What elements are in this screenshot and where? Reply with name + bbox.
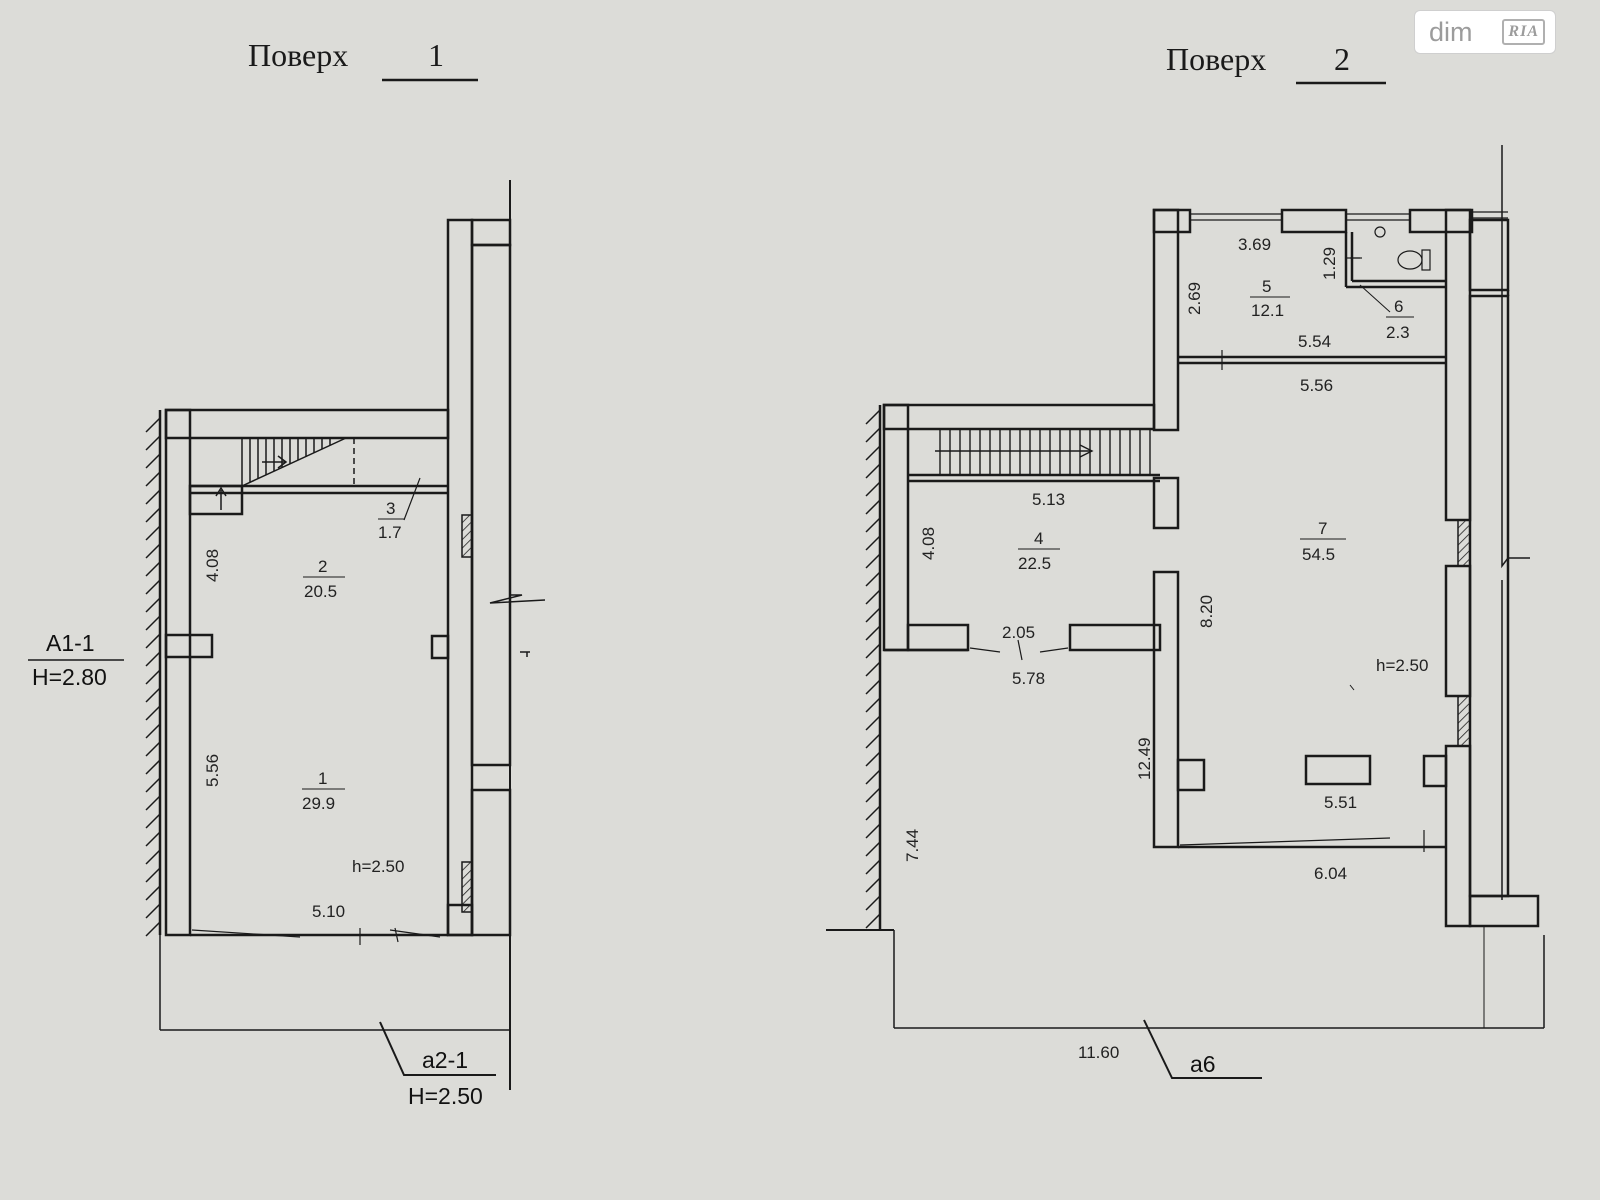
floor-2-number: 2 xyxy=(1334,41,1350,77)
floor-2-stairs xyxy=(935,430,1151,474)
floor-2-dim-205: 2.05 xyxy=(1002,623,1035,642)
floor-2-plan: Поверх 2 xyxy=(826,41,1545,1079)
floor-1-room-1-number: 1 xyxy=(318,769,327,788)
floor-2-room-6-area: 2.3 xyxy=(1386,323,1410,342)
floor-2-dim-129: 1.29 xyxy=(1320,247,1339,280)
floor-1-room-3-number: 3 xyxy=(386,499,395,518)
floor-2-dim-744: 7.44 xyxy=(903,829,922,862)
floor-2-dim-554: 5.54 xyxy=(1298,332,1331,351)
floor-1-number: 1 xyxy=(428,37,444,73)
floor-2-ceiling-height: h=2.50 xyxy=(1376,656,1428,675)
floor-2-dim-513: 5.13 xyxy=(1032,490,1065,509)
floor-1-room-2-number: 2 xyxy=(318,557,327,576)
floor-2-dim-604: 6.04 xyxy=(1314,864,1347,883)
floor-1-block-height: Н=2.80 xyxy=(32,664,107,690)
floor-1-hatching xyxy=(145,417,161,937)
floor-2-dim-551: 5.51 xyxy=(1324,793,1357,812)
floor-2-dim-269: 2.69 xyxy=(1185,282,1204,315)
floor-1-room-1-area: 29.9 xyxy=(302,794,335,813)
floor-2-dim-578: 5.78 xyxy=(1012,669,1045,688)
floor-2-dim-369: 3.69 xyxy=(1238,235,1271,254)
floor-1-title: Поверх xyxy=(248,37,348,73)
watermark-badge: RIA xyxy=(1502,19,1545,45)
floor-1-dim-408: 4.08 xyxy=(203,549,222,582)
floor-2-room-7-number: 7 xyxy=(1318,519,1327,538)
floor-2-room-6-number: 6 xyxy=(1394,297,1403,316)
floor-1-ceiling-height: h=2.50 xyxy=(352,857,404,876)
floor-1-plan: Поверх 1 xyxy=(28,37,546,1109)
dim-ria-watermark: dim RIA xyxy=(1414,10,1556,54)
floor-2-dim-408: 4.08 xyxy=(919,527,938,560)
floor-2-dim-820: 8.20 xyxy=(1197,595,1216,628)
floor-1-annex-label: а2-1 xyxy=(422,1047,468,1073)
floor-1-room-2-area: 20.5 xyxy=(304,582,337,601)
watermark-text: dim xyxy=(1429,16,1473,47)
toilet-icon xyxy=(1346,226,1431,271)
floor-2-dim-556: 5.56 xyxy=(1300,376,1333,395)
floor-1-stairs xyxy=(215,437,355,510)
floor-1-block-label: А1-1 xyxy=(46,630,95,656)
floor-2-room-5-area: 12.1 xyxy=(1251,301,1284,320)
floor-2-room-7-area: 54.5 xyxy=(1302,545,1335,564)
floor-2-dim-1249: 12.49 xyxy=(1135,737,1154,780)
floor-2-room-4-number: 4 xyxy=(1034,529,1043,548)
floor-1-room-3-area: 1.7 xyxy=(378,523,402,542)
floor-2-dim-1160: 11.60 xyxy=(1078,1043,1119,1062)
floor-2-annex-label: а6 xyxy=(1190,1051,1216,1077)
floor-2-room-5-number: 5 xyxy=(1262,277,1271,296)
floor-2-room-4-area: 22.5 xyxy=(1018,554,1051,573)
floor-2-title: Поверх xyxy=(1166,41,1266,77)
floor-1-dim-510: 5.10 xyxy=(312,902,345,921)
floor-2-hatching xyxy=(865,409,881,929)
floor-1-annex-height: Н=2.50 xyxy=(408,1083,483,1109)
floor-1-dim-556: 5.56 xyxy=(203,754,222,787)
